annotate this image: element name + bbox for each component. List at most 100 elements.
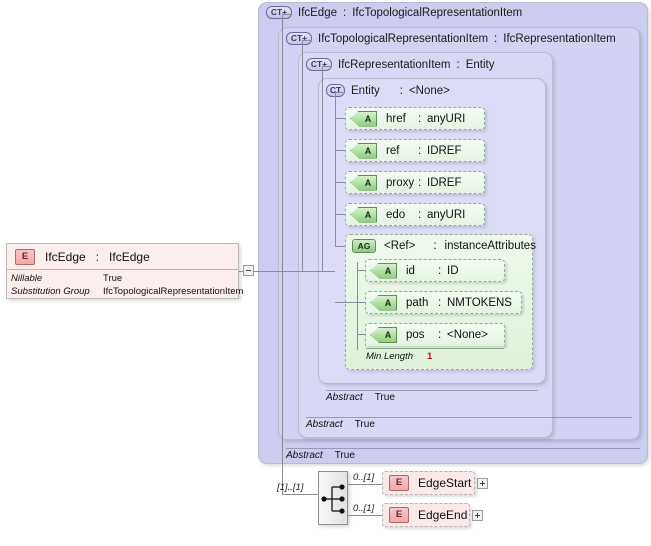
attribute-icon: A — [350, 143, 377, 159]
attribute-icon: A — [370, 327, 397, 343]
root-element-property-row: Substitution Group IfcTopologicalReprese… — [7, 285, 243, 298]
attribute-type: anyURI — [427, 112, 466, 125]
abstract-divider-ifcrepresentationitem — [306, 417, 632, 418]
link-to-compositor — [282, 494, 318, 495]
facet-min-length: Min Length 1 — [366, 351, 432, 362]
complextype-name: IfcEdge — [298, 6, 337, 19]
abstract-divider-ifcedge — [286, 448, 640, 449]
link-riser-ifctopo — [302, 40, 303, 271]
attribute-type: <None> — [447, 329, 488, 341]
complextype-expand-icon[interactable]: CT+ — [306, 58, 332, 71]
attribute-icon-label: A — [384, 330, 392, 340]
abstract-divider-entity — [326, 390, 538, 391]
sequence-icon — [321, 484, 345, 514]
facet-divider — [366, 348, 504, 349]
complextype-sep: : — [343, 6, 347, 19]
link-riser-ifcedge — [282, 14, 283, 271]
attribute-name: href — [386, 112, 406, 125]
cardinality-edgestart: 0..[1] — [353, 472, 375, 483]
root-element-divider — [7, 269, 238, 270]
property-key: Substitution Group — [11, 286, 90, 297]
element-icon: E — [389, 507, 409, 523]
attribute-row-path[interactable]: A path : NMTOKENS — [365, 291, 522, 314]
attribute-sep: : — [418, 144, 422, 157]
attribute-icon: A — [350, 207, 377, 223]
attribute-row-proxy[interactable]: A proxy : IDREF — [345, 171, 485, 194]
attribute-sep: : — [438, 296, 442, 309]
attribute-icon-label: A — [384, 297, 392, 308]
abstract-key: Abstract — [326, 392, 363, 403]
tree-branch-edo — [335, 214, 348, 215]
facet-value: 1 — [427, 351, 433, 362]
attribute-type: anyURI — [427, 208, 466, 221]
tree-branch-ref — [335, 150, 348, 151]
link-top-ifcrepr — [322, 66, 332, 67]
attribute-icon-label: A — [364, 177, 372, 188]
plus-icon[interactable] — [477, 478, 488, 489]
tree-branch-refgroup — [335, 246, 348, 247]
attribute-icon: A — [370, 295, 397, 311]
element-icon: E — [389, 475, 409, 491]
link-top-ifcedge — [282, 14, 292, 15]
complextype-name: IfcTopologicalRepresentationItem — [318, 32, 489, 45]
complextype-type: Entity — [465, 58, 495, 71]
facet-key: Min Length — [366, 351, 414, 362]
tree-branch-href — [335, 118, 348, 119]
element-ref-name: EdgeStart — [418, 476, 472, 490]
attribute-row-href[interactable]: A href : anyURI — [345, 107, 485, 130]
complextype-type: IfcTopologicalRepresentationItem — [352, 6, 523, 19]
element-ref-edgestart[interactable]: E EdgeStart — [382, 471, 475, 495]
abstract-value: True — [354, 419, 375, 430]
complextype-header-ifcrepresentationitem: CT+ IfcRepresentationItem : Entity — [306, 58, 494, 71]
complextype-type: <None> — [408, 84, 450, 97]
attribute-row-id[interactable]: A id : ID — [365, 259, 505, 282]
attribute-name: ref — [386, 144, 400, 157]
attribute-sep: : — [418, 208, 422, 221]
element-ref-edgeend[interactable]: E EdgeEnd — [382, 503, 470, 527]
plus-icon[interactable] — [472, 510, 483, 521]
root-element-name: IfcEdge — [45, 250, 86, 264]
link-trunk-3 — [322, 271, 335, 272]
root-element-header: E IfcEdge : IfcEdge — [7, 244, 238, 269]
attribute-sep: : — [438, 264, 442, 277]
attribute-group-sep: : — [433, 240, 437, 252]
tree-branch-proxy — [335, 182, 348, 183]
complextype-header-entity: CT Entity : <None> — [326, 84, 450, 97]
attribute-row-edo[interactable]: A edo : anyURI — [345, 203, 485, 226]
attribute-name: edo — [386, 208, 406, 221]
link-compositor-edgeend — [348, 515, 385, 516]
attribute-icon-label: A — [364, 209, 372, 220]
attribute-icon: A — [350, 175, 377, 191]
link-top-ifctopo — [302, 40, 312, 41]
root-element-property-row: Nillable True — [7, 272, 238, 285]
attribute-group-header: AG <Ref> : instanceAttributes — [352, 239, 536, 253]
complextype-expand-icon[interactable]: CT+ — [266, 6, 292, 19]
sequence-compositor[interactable] — [318, 471, 348, 525]
root-element-box[interactable]: E IfcEdge : IfcEdge Nillable True Substi… — [6, 243, 243, 299]
attribute-row-pos[interactable]: A pos : <None> — [365, 323, 505, 346]
link-top-entity — [335, 92, 343, 93]
tree-branch-path — [357, 302, 368, 303]
attribute-type: NMTOKENS — [447, 296, 512, 309]
property-value: True — [103, 273, 123, 284]
element-icon: E — [15, 249, 35, 265]
attribute-name: path — [406, 296, 429, 309]
complextype-expand-icon[interactable]: CT+ — [286, 32, 312, 45]
property-key: Nillable — [11, 273, 43, 284]
attribute-name: pos — [406, 329, 425, 341]
minus-icon[interactable] — [243, 265, 254, 276]
tree-spine-entity — [335, 104, 336, 246]
property-value: IfcTopologicalRepresentationItem — [103, 286, 244, 297]
attribute-row-ref[interactable]: A ref : IDREF — [345, 139, 485, 162]
tree-branch-id — [357, 270, 368, 271]
link-riser-ifcrepr — [322, 66, 323, 271]
attribute-sep: : — [438, 329, 442, 341]
attribute-icon-label: A — [384, 265, 392, 276]
link-trunk-2 — [302, 271, 322, 272]
attribute-name: proxy — [386, 176, 415, 189]
attribute-group-name: <Ref> — [384, 240, 416, 252]
abstract-key: Abstract — [306, 419, 343, 430]
attribute-group-icon: AG — [352, 239, 376, 253]
